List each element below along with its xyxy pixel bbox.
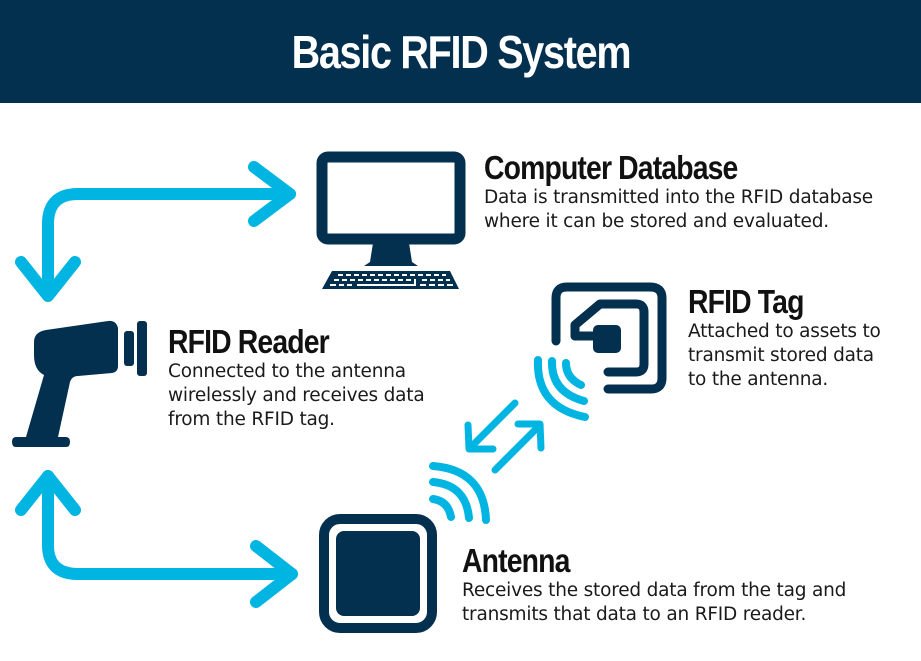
wireless-transfer-arrows-icon (464, 399, 545, 474)
arrow-to-antenna (466, 399, 519, 452)
rfid-reader-gun-icon (12, 320, 147, 447)
tag-wireless-waves-icon (533, 356, 589, 421)
connector-line (42, 188, 296, 298)
rfid-tag-block: RFID Tag Attached to assets to transmit … (688, 284, 881, 392)
connector-reader-antenna (15, 470, 298, 608)
arrowhead-down-icon (15, 256, 81, 302)
rfid-reader-description: Connected to the antenna wirelessly and … (168, 361, 425, 430)
rfid-tag-title: RFID Tag (688, 283, 804, 320)
arrow-to-tag (491, 421, 544, 474)
connector-line (42, 470, 298, 580)
computer-database-description: Data is transmitted into the RFID databa… (484, 187, 873, 232)
arrowhead-up-icon (15, 470, 81, 516)
arrowhead-right-icon (250, 540, 298, 608)
antenna-title: Antenna (462, 542, 570, 579)
computer-database-block: Computer Database Data is transmitted in… (484, 150, 873, 234)
rfid-tag-icon (551, 282, 667, 394)
antenna-wireless-waves-icon (429, 462, 490, 524)
page-title: Basic RFID System (291, 25, 631, 78)
computer-monitor-icon (316, 151, 466, 289)
connector-reader-computer (15, 161, 296, 302)
antenna-block: Antenna Receives the stored data from th… (462, 543, 846, 627)
antenna-description: Receives the stored data from the tag an… (462, 580, 847, 625)
keyboard-icon (322, 271, 459, 289)
computer-database-title: Computer Database (484, 149, 738, 186)
arrowhead-right-icon (248, 161, 296, 227)
antenna-chip-icon (319, 514, 437, 633)
header-banner: Basic RFID System (0, 0, 921, 103)
rfid-reader-title: RFID Reader (168, 323, 330, 360)
rfid-reader-block: RFID Reader Connected to the antenna wir… (168, 324, 425, 432)
rfid-tag-description: Attached to assets to transmit stored da… (688, 321, 881, 390)
